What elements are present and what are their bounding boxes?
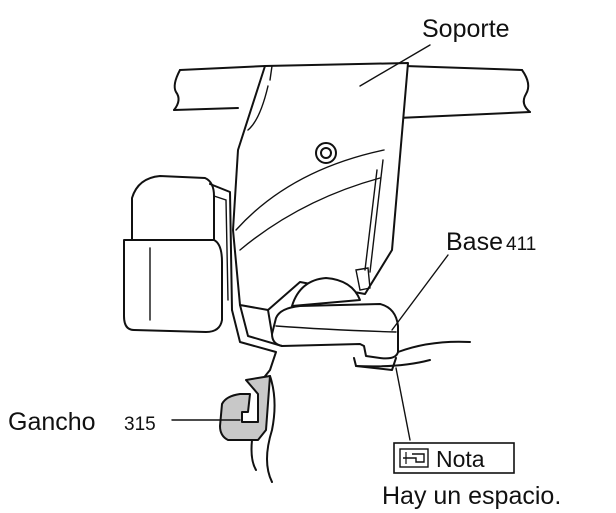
base-label: Base <box>446 228 503 256</box>
side-clamp <box>123 175 233 333</box>
gancho-label: Gancho <box>8 408 96 436</box>
soporte-leader <box>359 44 431 87</box>
gancho-number: 315 <box>124 414 156 435</box>
base-number: 411 <box>506 234 536 255</box>
lower-body <box>250 375 276 483</box>
support-body <box>232 62 409 311</box>
soporte-label: Soporte <box>422 15 510 43</box>
base-leader <box>391 254 449 331</box>
gancho-315 <box>219 375 271 441</box>
nota-label: Nota <box>436 446 485 472</box>
nota-box: Nota <box>393 442 515 474</box>
base-dome <box>291 277 361 307</box>
pointing-hand-icon <box>399 448 429 468</box>
nota-leader <box>395 367 411 441</box>
base-411 <box>271 303 471 371</box>
horizontal-bar <box>173 65 531 119</box>
nota-text: Hay un espacio. <box>382 482 561 510</box>
